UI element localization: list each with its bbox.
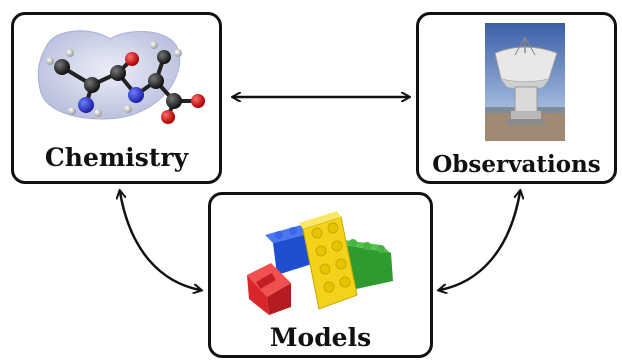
radio-telescope-icon bbox=[485, 23, 565, 141]
red-brick bbox=[247, 263, 291, 315]
observations-panel: Observations bbox=[416, 12, 617, 184]
molecule-icon bbox=[37, 30, 205, 124]
yellow-brick bbox=[299, 211, 358, 310]
chemistry-panel: Chemistry bbox=[11, 12, 222, 184]
green-brick bbox=[337, 239, 393, 291]
arrow-observations-models bbox=[440, 192, 520, 290]
arrow-chemistry-models bbox=[120, 192, 200, 290]
blue-brick bbox=[265, 225, 315, 275]
models-panel: Models bbox=[208, 192, 433, 358]
models-label: Models bbox=[269, 323, 372, 352]
lego-bricks-icon bbox=[247, 211, 393, 315]
chemistry-label: Chemistry bbox=[44, 143, 189, 172]
observations-label: Observations bbox=[432, 151, 601, 178]
